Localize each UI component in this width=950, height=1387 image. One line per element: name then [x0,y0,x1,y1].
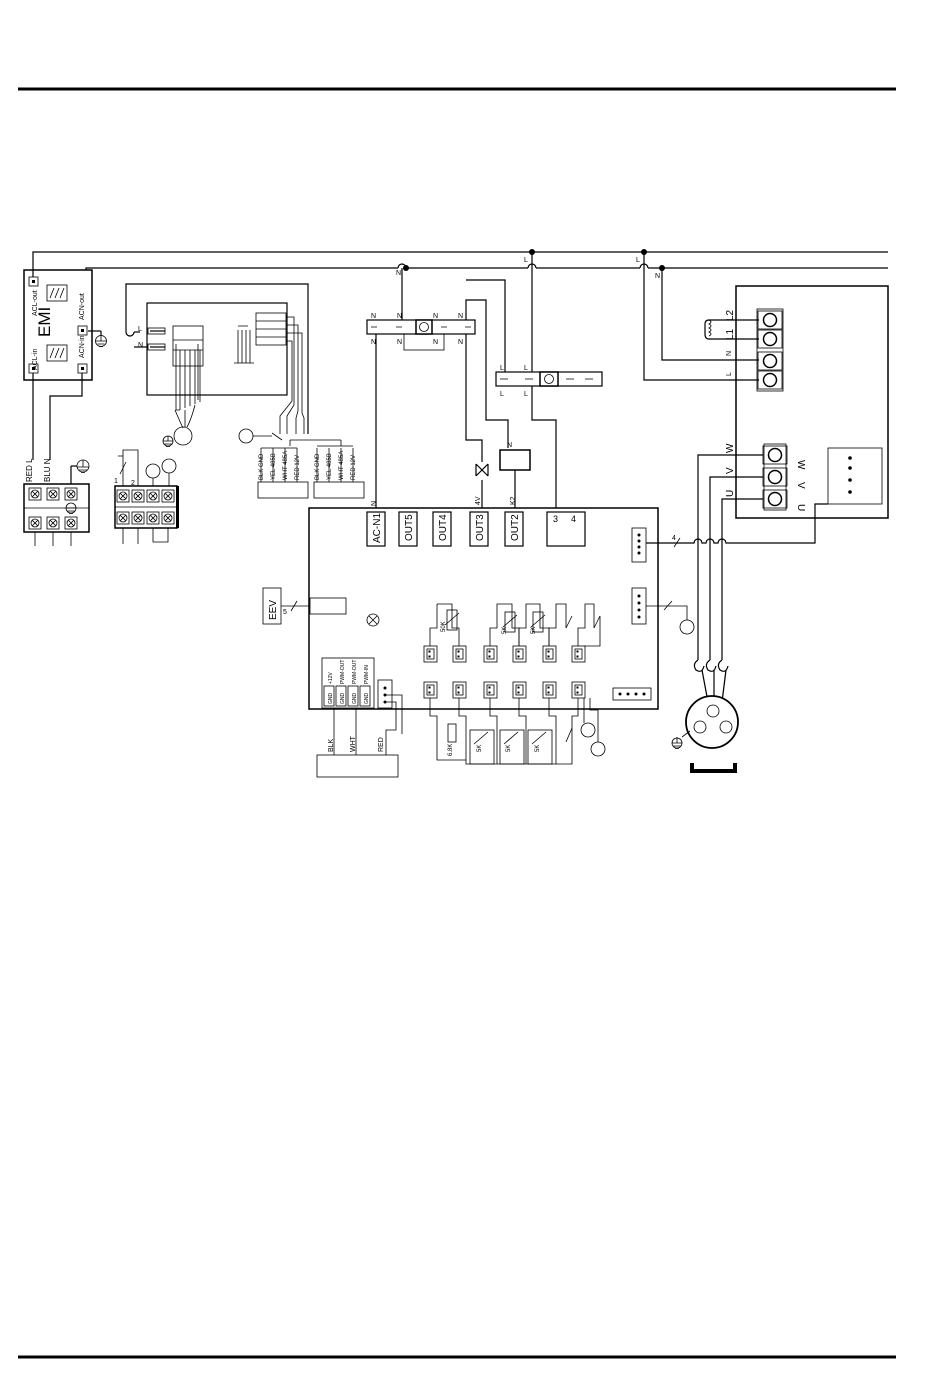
inv-l1: L1 [725,328,736,340]
rb1-n-6: N [397,339,402,346]
rb1-n-5: N [371,339,376,346]
emi-label: EMI [35,307,54,337]
comp-v: V [725,467,736,474]
pwm-gnd-4: GND [364,693,370,705]
pwm-in: PWM-IN [364,665,370,684]
blu-n-label: BLU N [43,458,52,482]
term-1-label: 1 [114,478,118,485]
rb2-l-4: L [524,391,528,398]
red-l-label: RED L [25,458,34,482]
port-4: 4 [571,514,576,524]
eev-label: EEV [268,600,279,620]
acn-out-label: ACN-out [79,293,86,320]
out2-k2: K2 [510,496,517,505]
pwm-out-1: PWM-OUT [340,660,346,684]
inv-l2: L2 [725,309,736,321]
main-control-board: AC-N1 OUT5 OUT4 OUT3 OUT2 3 4 N 4V K2 [308,496,659,710]
pwm-gnd-2: GND [340,693,346,705]
inv-term-u: U [795,504,806,511]
sensor-5k-5: 5K [535,745,541,752]
conn-4-label: 4 [672,535,676,542]
supply-lines: N L L N [92,249,888,280]
acl-in-label: ACL-in [32,348,39,370]
comm1-red-12v: RED 12V [295,455,301,480]
acn1-n: N [371,501,378,506]
rb1-n-2: N [397,313,402,320]
display-module: BLK WHT RED [316,694,403,778]
sensor-5k-2: 5K [531,627,537,634]
inverter-module: L2 L1 N L W V U W V U [643,252,889,519]
sensor-6-8k: 6.8K [448,744,454,756]
line-n-label-2: N [655,273,660,280]
rb2-l-1: L [500,365,504,372]
rb1-n-4: N [458,313,463,320]
relay-board-2: L L L L N [466,252,603,508]
sensor-5k-4: 5K [506,745,512,752]
acn-in-label: ACN-in [79,335,86,358]
comm2-red-12v: RED 12V [351,455,357,480]
port-out2: OUT2 [510,514,521,541]
top-sensors: 50K 5K 5K [429,603,601,647]
port-out4: OUT4 [438,514,449,541]
rb2-l-3: L [500,391,504,398]
inv-term-w: W [795,460,806,470]
acl-out-label: ACL-out [32,290,39,316]
relay-k2-n: N [507,442,512,449]
port-out3: OUT3 [475,514,486,541]
rb1-n-8: N [458,339,463,346]
inv-l: L [726,372,733,376]
comm2-blk-gnd: BLK GND [315,453,321,480]
rb2-l-2: L [524,365,528,372]
relay-board-1: N N N N N N N N [366,268,509,508]
pwm-gnd-3: GND [352,693,358,705]
port-3: 3 [553,514,558,524]
fan-n-label: N [138,342,143,349]
emi-filter: EMI ACL-out ACN-out ACL-in ACN-in [23,251,107,460]
inv-n: N [726,351,733,356]
compressor: 4 [646,454,828,773]
sensor-5k-1: 5K [502,627,508,634]
disp-blk: BLK [328,738,335,752]
input-terminal-block: RED L BLU N [23,458,90,546]
rb1-n-3: N [433,313,438,320]
eev-valve: EEV 5 [262,587,310,625]
comp-w: W [725,443,736,453]
comm2-wht-485a: WHT 485A [339,451,345,480]
port-out5: OUT5 [404,514,415,541]
bottom-sensors: 6.8K 5K 5K 5K [429,698,606,765]
comm1-blk-gnd: BLK GND [259,453,265,480]
fan-motor-assembly: L N [125,283,309,447]
sensor-50k: 50K [441,621,447,632]
sensor-5k-3: 5K [477,745,483,752]
comm-connectors: BLK GND YEL 485B WHT 485A RED 12V BLK GN… [257,439,365,499]
rb1-n-1: N [371,313,376,320]
pwm-gnd-1: GND [328,693,334,705]
eev-5-label: 5 [283,609,287,616]
out3-4v: 4V [475,496,482,505]
port-ac-n1: AC-N1 [372,513,383,543]
inv-term-v: V [795,482,806,489]
comm1-wht-485a: WHT 485A [283,451,289,480]
fan-l-label: L [138,326,142,333]
line-l-label-1: L [524,257,528,264]
rb1-n-7: N [433,339,438,346]
line-l-label-2: L [636,257,640,264]
comp-u: U [725,490,736,497]
disp-red: RED [378,737,385,752]
term-2-label: 2 [131,480,135,487]
pwm-out-2: PWM-OUT [352,660,358,684]
comm2-yel-485b: YEL 485B [327,453,333,480]
comm1-yel-485b: YEL 485B [271,453,277,480]
signal-terminal-block: 1 2 [114,449,179,544]
pwm-12v: +12V [328,672,334,684]
disp-wht: WHT [350,735,357,752]
line-n-label-1: N [396,270,401,277]
